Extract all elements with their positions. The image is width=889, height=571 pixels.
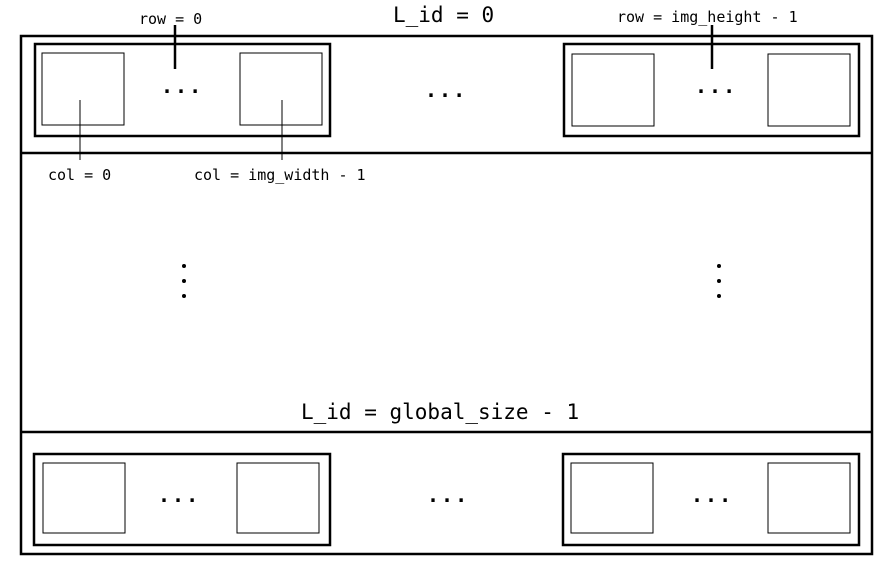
pixel-cell	[767, 53, 851, 127]
row-ellipsis: ...	[691, 483, 733, 507]
row-group-first	[32, 452, 332, 547]
col-last-label: col = img_width - 1	[194, 166, 366, 184]
top-band: ... ... ...	[33, 42, 861, 138]
bottom-band: ... ... ...	[32, 452, 861, 547]
pixel-cell	[42, 462, 126, 534]
outer-frame	[19, 34, 874, 556]
pixel-cell	[239, 52, 323, 126]
row-group-last	[561, 452, 861, 547]
pixel-cell	[41, 52, 125, 126]
vertical-ellipsis-right	[717, 264, 721, 298]
row-last-label: row = img_height - 1	[617, 8, 798, 26]
band-ellipsis: ...	[427, 483, 469, 507]
row-group-first	[33, 42, 332, 138]
row-ellipsis: ...	[158, 483, 200, 507]
pixel-cell	[571, 53, 655, 127]
row-ellipsis: ...	[695, 74, 737, 98]
pixel-cell	[570, 462, 654, 534]
pixel-cell	[767, 462, 851, 534]
col-first-label: col = 0	[48, 166, 111, 184]
top-lid-label: L_id = 0	[393, 3, 494, 27]
row-first-label: row = 0	[139, 10, 202, 28]
row-ellipsis: ...	[161, 74, 203, 98]
pixel-cell	[236, 462, 320, 534]
band-ellipsis: ...	[425, 78, 467, 102]
bottom-lid-label: L_id = global_size - 1	[301, 400, 579, 424]
vertical-ellipsis-left	[182, 264, 186, 298]
